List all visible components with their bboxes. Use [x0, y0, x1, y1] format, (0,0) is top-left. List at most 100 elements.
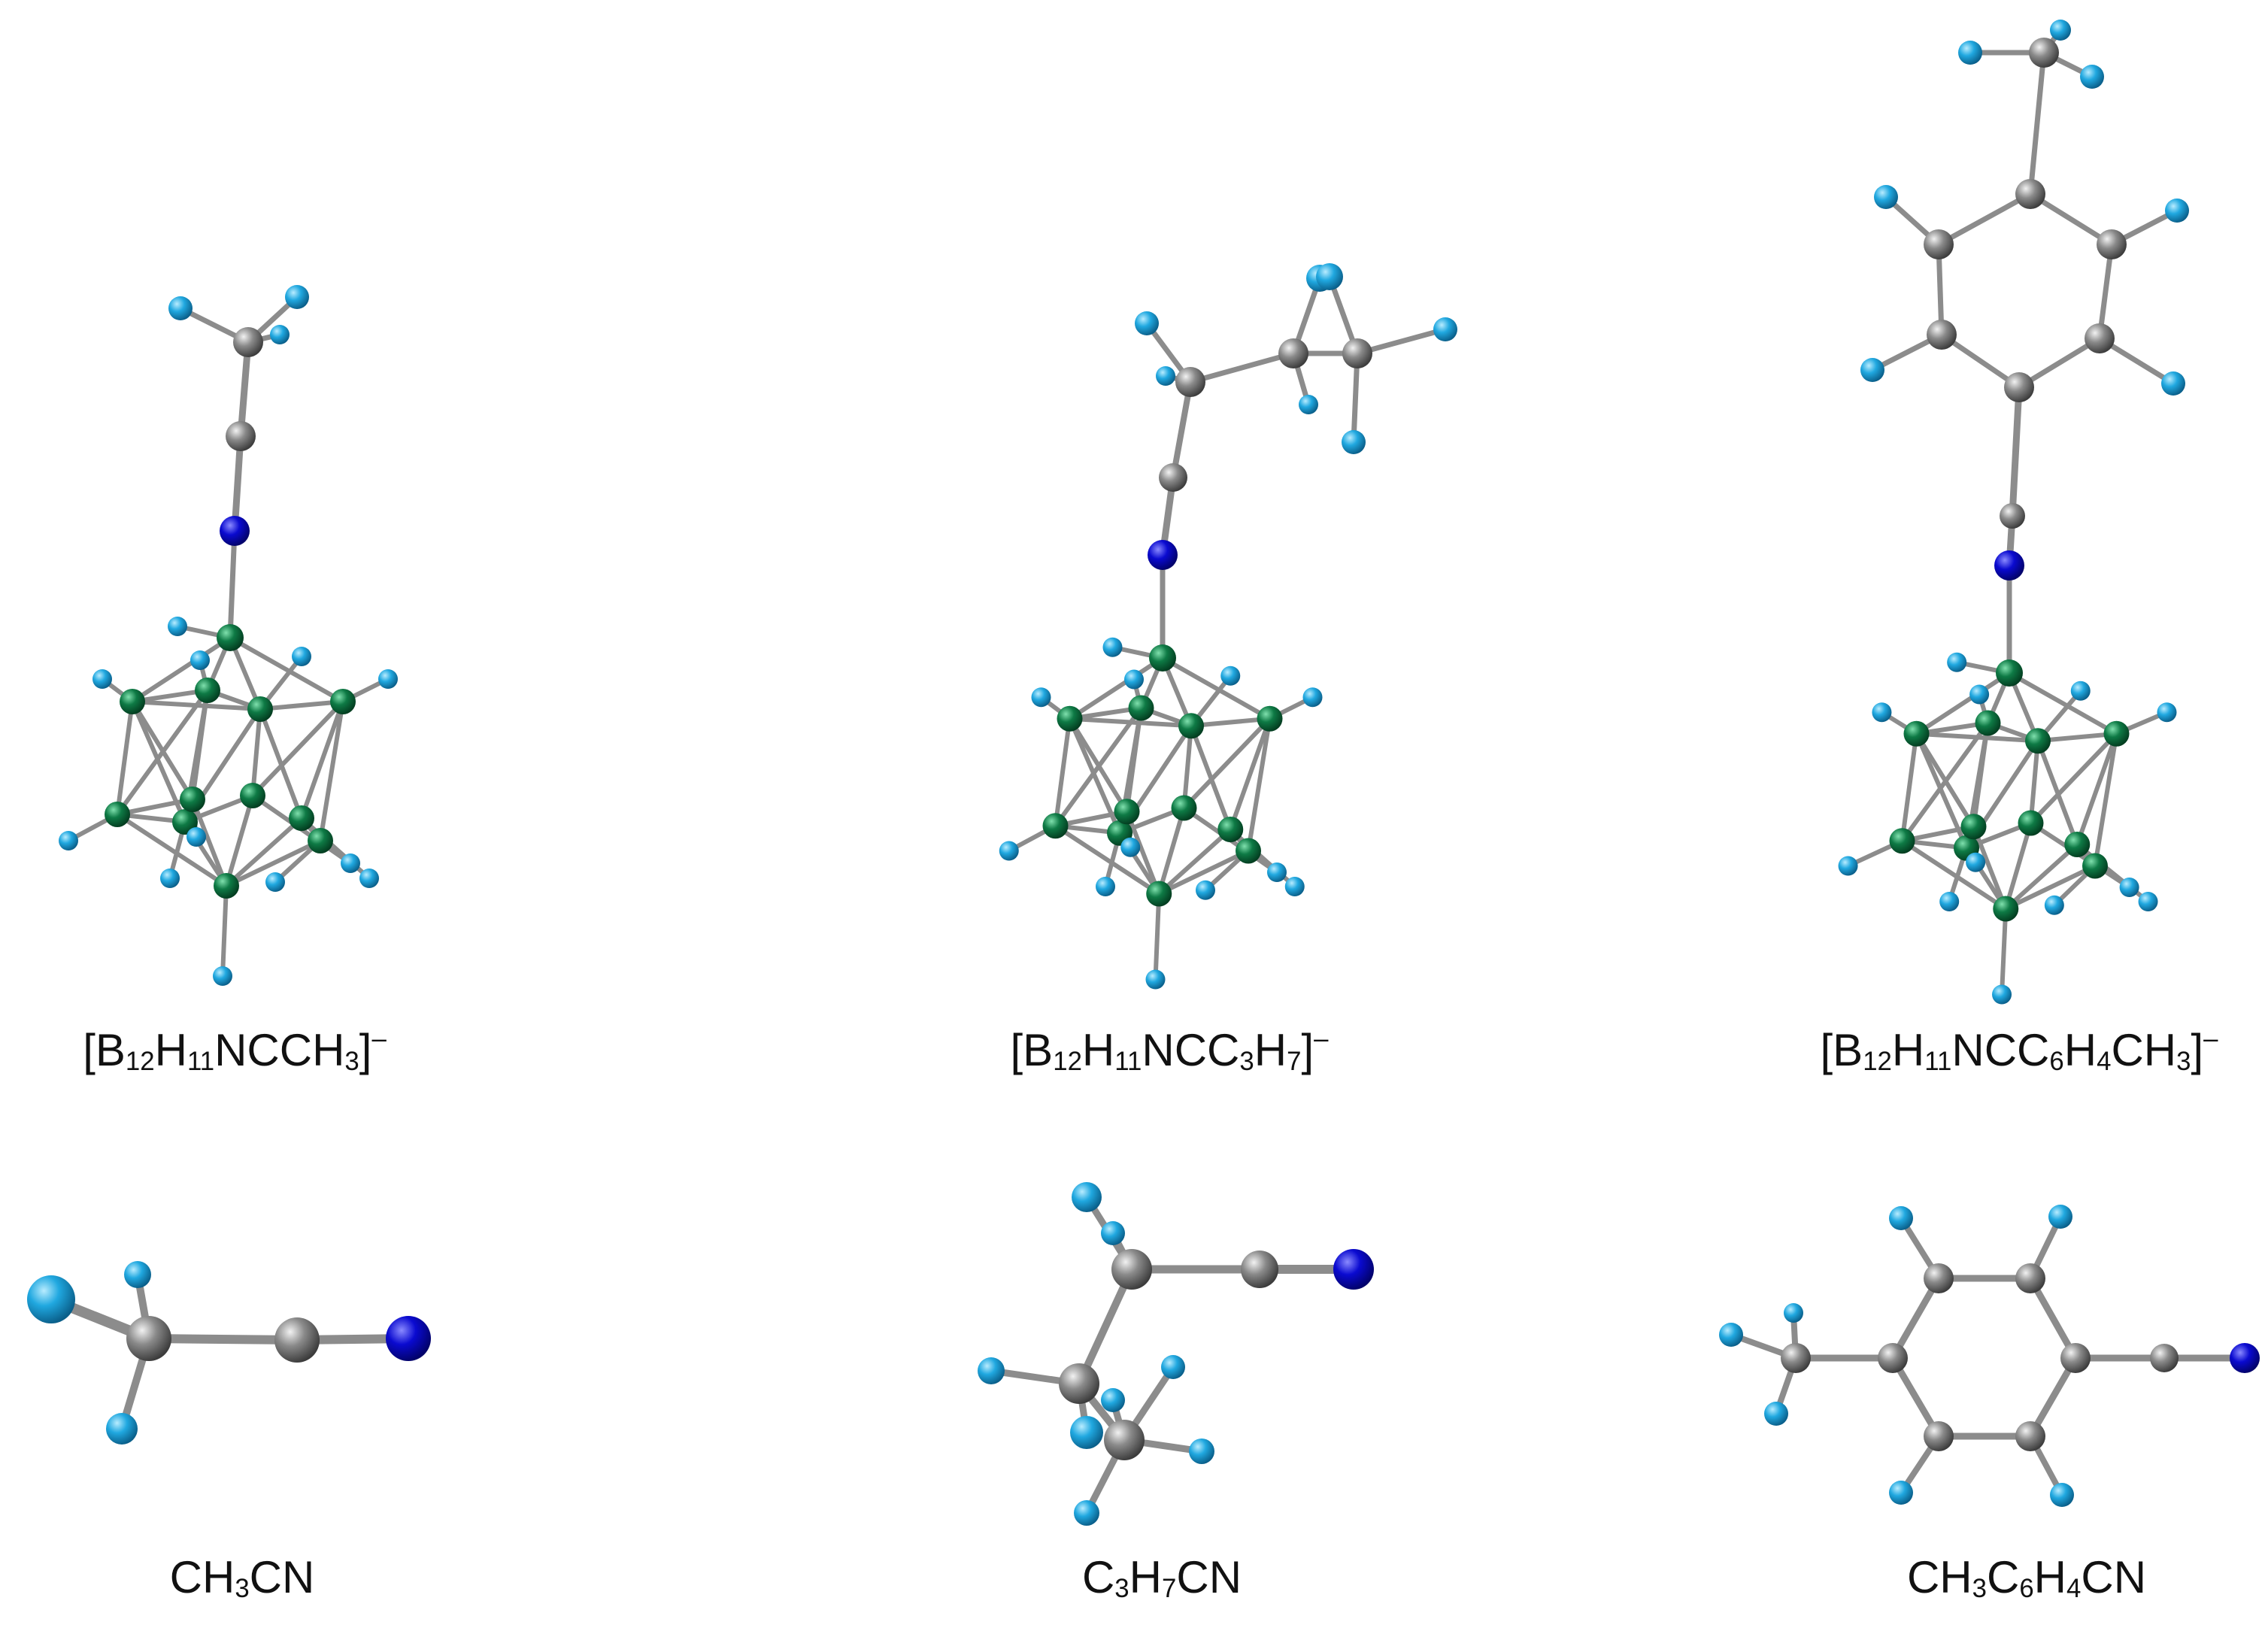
hydrogen-atom: [999, 841, 1019, 861]
carbon-atom: [1111, 1249, 1152, 1290]
hydrogen-atom: [1220, 665, 1241, 686]
bond: [2000, 906, 2009, 997]
bond: [1971, 824, 2009, 911]
carbon-atom: [2060, 1343, 2091, 1373]
hydrogen-atom: [1939, 892, 1960, 911]
hydrogen-atom: [1189, 1438, 1214, 1464]
bond: [1914, 671, 2012, 736]
hydrogen-atom: [1124, 669, 1144, 690]
hydrogen-atom: [2070, 681, 2091, 701]
bond: [227, 528, 238, 641]
molecule-b12h11ncch3: [59, 285, 398, 986]
carbon-atom: [2015, 1421, 2045, 1451]
carbon-atom: [1924, 1263, 1954, 1293]
bond: [237, 338, 252, 440]
label-ch3c6h4cn: CH3C6H4CN: [1906, 1552, 2147, 1604]
bond: [224, 838, 323, 888]
bond: [250, 699, 345, 798]
hydrogen-atom: [2161, 371, 2185, 396]
bond: [144, 1334, 302, 1345]
hydrogen-atom: [190, 650, 210, 670]
boron-atom: [105, 802, 130, 827]
bond: [2093, 731, 2119, 869]
hydrogen-atom: [2044, 895, 2064, 915]
hydrogen-atom: [1101, 1388, 1125, 1412]
carbon-atom: [2085, 323, 2115, 353]
carbon-atom: [2000, 503, 2025, 529]
bond: [2036, 731, 2119, 744]
bond: [1900, 838, 2009, 911]
hydrogen-atom: [1860, 358, 1884, 382]
bond: [250, 707, 262, 798]
hydrogen-atom: [1969, 684, 1990, 705]
carbon-atom: [1342, 338, 1372, 368]
bond: [220, 884, 229, 978]
nitrogen-atom: [1333, 1249, 1374, 1290]
hydrogen-atom: [106, 1413, 138, 1445]
hydrogen-atom: [168, 617, 187, 636]
hydrogen-atom: [270, 325, 290, 344]
hydrogen-atom: [2050, 1483, 2074, 1507]
bond: [1157, 848, 1251, 896]
hydrogen-atom: [1316, 263, 1343, 290]
bond: [228, 635, 345, 704]
boron-atom: [214, 873, 239, 899]
hydrogen-atom: [2138, 892, 2158, 911]
carbon-atom: [2097, 229, 2127, 259]
hydrogen-atom: [1102, 637, 1123, 657]
bond: [1075, 1266, 1136, 1387]
carbon-atom: [1241, 1251, 1278, 1288]
molecule-c3h7cn: [978, 1182, 1374, 1526]
bond: [2027, 50, 2047, 197]
molecule-b12h11ncc6h4ch3: [1838, 20, 2189, 1005]
nitrogen-atom: [2230, 1343, 2260, 1373]
boron-atom: [308, 828, 333, 853]
boron-atom: [2018, 810, 2044, 836]
bond: [1900, 731, 1919, 844]
hydrogen-atom: [1120, 837, 1141, 857]
hydrogen-atom: [1299, 395, 1318, 414]
hydrogen-atom: [2050, 20, 2071, 41]
boron-atom: [195, 678, 220, 703]
hydrogen-atom: [2165, 199, 2189, 223]
hydrogen-atom: [1342, 430, 1366, 454]
bond: [2028, 738, 2040, 826]
boron-atom: [1114, 799, 1140, 825]
boron-atom: [1236, 838, 1261, 864]
label-ch3cn: CH3CN: [169, 1552, 315, 1604]
carbon-atom: [1927, 320, 1957, 350]
boron-atom: [240, 783, 265, 808]
label-b12h11ncc3h7: [B12H11NCC3H7]–: [1010, 1023, 1329, 1077]
boron-atom: [1128, 695, 1154, 721]
bond: [1189, 716, 1272, 729]
hydrogen-atom: [378, 669, 398, 689]
molecule-ch3c6h4cn: [1719, 1205, 2260, 1507]
hydrogen-atom: [2048, 1205, 2072, 1229]
bond: [1124, 809, 1162, 896]
hydrogen-atom: [168, 296, 193, 320]
bond: [115, 812, 229, 888]
hydrogen-atom: [341, 853, 360, 873]
bond: [2028, 731, 2119, 826]
hydrogen-atom: [213, 966, 232, 986]
nitrogen-atom: [1994, 550, 2024, 581]
bond: [1936, 241, 1945, 338]
hydrogen-atom: [59, 831, 78, 850]
bond: [1157, 827, 1233, 896]
hydrogen-atom: [1889, 1481, 1913, 1505]
bond: [1936, 191, 2033, 247]
carbon-atom: [226, 421, 256, 451]
boron-atom: [1178, 713, 1204, 739]
hydrogen-atom: [359, 869, 379, 888]
hydrogen-atom: [1156, 366, 1175, 386]
bond: [2003, 842, 2080, 911]
boron-atom: [1146, 881, 1172, 907]
carbon-atom: [233, 327, 263, 357]
bond: [2003, 820, 2033, 911]
boron-atom: [1889, 828, 1915, 854]
hydrogen-atom: [2157, 702, 2177, 723]
bond: [1053, 716, 1072, 829]
boron-atom: [1057, 705, 1083, 732]
boron-atom: [1217, 817, 1244, 842]
